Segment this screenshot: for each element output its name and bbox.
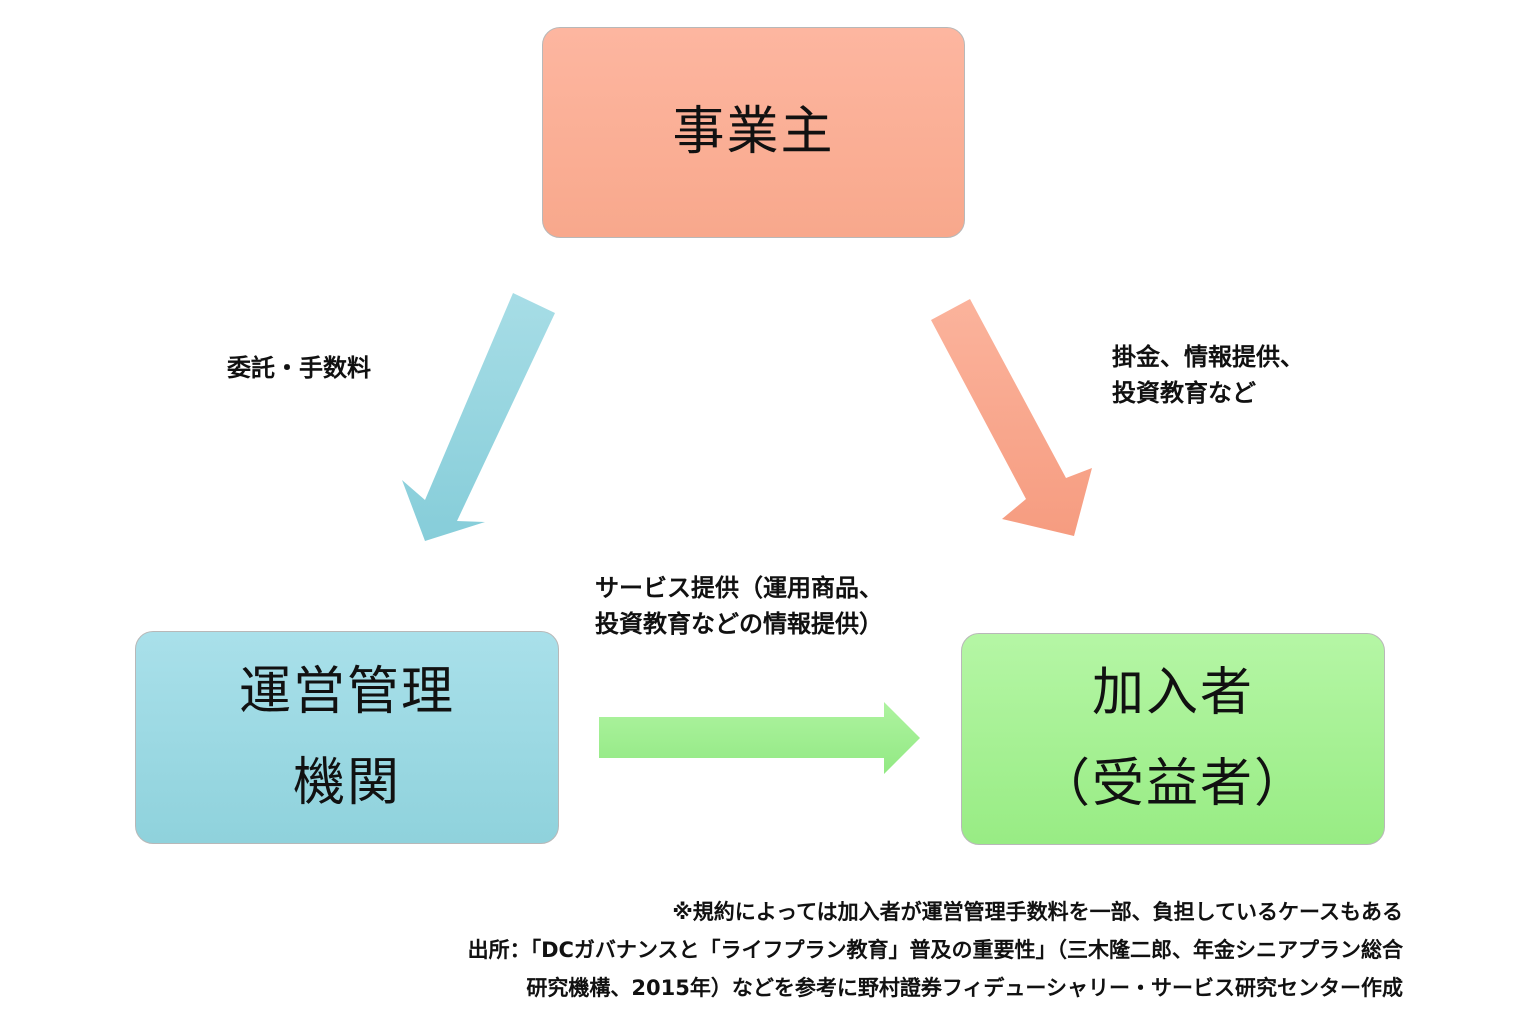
entrust-fee-label: 委託・手数料 <box>227 350 371 386</box>
record-keeper-label-line1: 運営管理 <box>238 661 455 722</box>
employer-box: 事業主 <box>542 27 965 238</box>
member-label-line1: 加入者 <box>1091 663 1254 723</box>
contribution-label: 掛金、情報提供、 投資教育など <box>1112 339 1304 411</box>
service-text-line2: 投資教育などの情報提供） <box>595 610 883 638</box>
record-keeper-box: 運営管理 機関 <box>135 631 559 844</box>
footnote-source-line1: 出所：「DCガバナンスと「ライフプラン教育」普及の重要性」（三木隆二郎、年金シニ… <box>467 938 1403 962</box>
contribution-text-line1: 掛金、情報提供、 <box>1112 343 1304 371</box>
contribution-text-line2: 投資教育など <box>1112 379 1256 407</box>
service-label: サービス提供（運用商品、 投資教育などの情報提供） <box>595 570 883 642</box>
record-keeper-label-line2: 機関 <box>292 752 401 813</box>
footnote-remark: ※規約によっては加入者が運営管理手数料を一部、負担しているケースもある <box>672 900 1403 924</box>
member-label-line2: （受益者） <box>1037 754 1308 814</box>
member-box: 加入者 （受益者） <box>961 633 1385 845</box>
service-text-line1: サービス提供（運用商品、 <box>595 574 883 602</box>
employer-label: 事業主 <box>672 102 835 162</box>
arrow-employer-to-member <box>931 299 1092 536</box>
arrow-admin-to-member <box>599 702 920 774</box>
arrow-employer-to-admin <box>402 293 555 541</box>
entrust-fee-text: 委託・手数料 <box>227 354 371 382</box>
footnote-source-line2: 研究機構、2015年）などを参考に野村證券フィデューシャリー・サービス研究センタ… <box>526 976 1403 1000</box>
footnotes: ※規約によっては加入者が運営管理手数料を一部、負担しているケースもある 出所：「… <box>468 893 1403 1007</box>
